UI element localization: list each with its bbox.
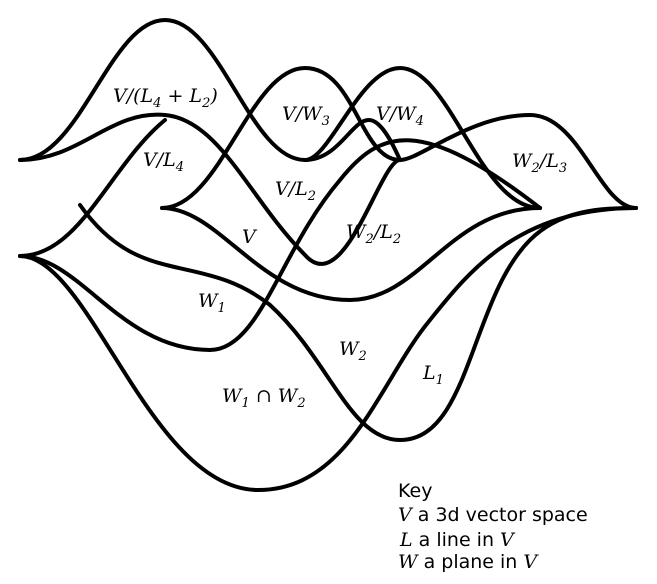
key-title: Key [398, 480, 432, 502]
label-v: V [242, 226, 258, 248]
label-v-mod-w4: V/W4 [376, 103, 424, 129]
curve-v-box-lower [160, 206, 542, 302]
label-w1-cap-w2: W1 ∩ W2 [222, 385, 306, 411]
label-w1: W1 [198, 290, 226, 316]
curve-top-bump-w3 [18, 112, 402, 266]
key-line-line: L a line in V [399, 529, 516, 551]
label-v-mod-l4: V/L4 [143, 149, 184, 175]
label-l1: L1 [422, 362, 444, 388]
label-v-mod-l2: V/L2 [275, 178, 316, 204]
curve-diagonal-l1 [78, 203, 638, 442]
diagram-labels: V/(L4 + L2) V/W3 V/W4 V/L4 V/L2 W2/L3 V … [113, 85, 567, 411]
curve-left-to-bottom [18, 206, 638, 492]
curve-v-box-upper [160, 66, 402, 210]
curve-left-to-w1 [18, 138, 542, 352]
diagram-curves [18, 18, 638, 492]
key-legend: Key V a 3d vector space L a line in V W … [398, 480, 588, 573]
curve-top-left [18, 18, 402, 162]
key-line-vector-space: V a 3d vector space [398, 504, 588, 526]
curve-left-lower-start [18, 118, 167, 258]
label-v-mod-w3: V/W3 [282, 103, 330, 129]
curve-w4-arc [303, 66, 542, 210]
label-w2-mod-l2: W2/L2 [346, 221, 401, 247]
label-v-mod-l4-plus-l2: V/(L4 + L2) [113, 85, 218, 111]
curve-w2-l3-arc [398, 113, 638, 210]
key-line-plane: W a plane in V [398, 551, 539, 573]
label-w2: W2 [339, 338, 367, 364]
label-w2-mod-l3: W2/L3 [512, 150, 567, 176]
